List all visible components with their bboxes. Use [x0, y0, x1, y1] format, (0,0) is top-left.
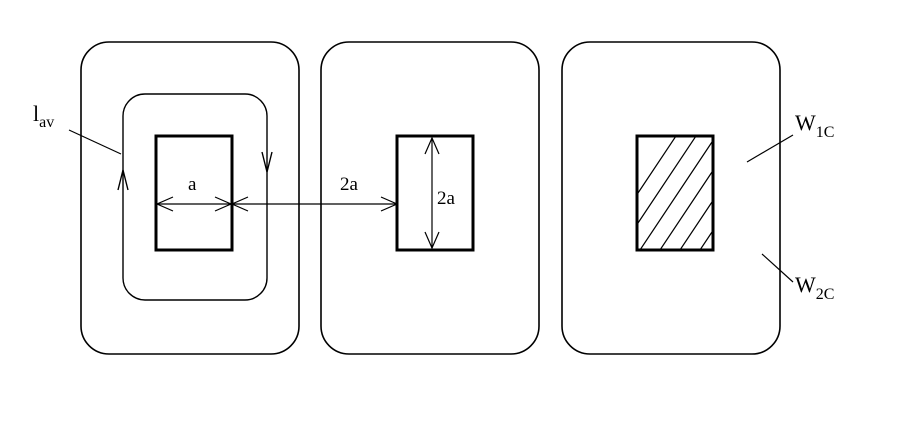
w2c-leader-line	[761, 253, 794, 283]
w1c-label-main: W	[795, 110, 816, 135]
w1c-label-sub: 1C	[816, 124, 835, 141]
core-panel-1: a lav	[33, 41, 300, 355]
flux-direction-arrow-right	[261, 151, 273, 173]
dim-2a-vertical-arrowhead-bottom	[424, 231, 440, 250]
w2c-label-main: W	[795, 272, 816, 297]
core-outline-1	[80, 41, 300, 355]
w1c-label: W1C	[795, 110, 834, 141]
lav-leader-line	[68, 129, 122, 155]
dim-2a-horizontal-label: 2a	[340, 174, 359, 195]
w2c-label: W2C	[795, 272, 834, 303]
dim-a-arrowhead-left	[155, 196, 174, 212]
mean-path-loop	[122, 93, 268, 301]
window-2	[395, 134, 475, 252]
w1c-leader-line	[746, 134, 794, 163]
dim-2a-horizontal: 2a	[230, 174, 399, 212]
lav-label-main: l	[33, 101, 39, 126]
window-1	[154, 134, 234, 252]
dim-2a-vertical-arrowhead-top	[424, 136, 440, 155]
core-outline-3	[561, 41, 781, 355]
window-3-hatching	[637, 136, 713, 250]
dim-a-label: a	[188, 174, 197, 195]
dim-2a-vertical-label: 2a	[437, 188, 456, 209]
core-outline-2	[320, 41, 540, 355]
core-panel-3: W1C W2C	[561, 41, 834, 355]
dim-2a-horizontal-arrowhead-left	[230, 196, 249, 212]
core-panel-2: 2a	[320, 41, 540, 355]
w2c-label-sub: 2C	[816, 286, 835, 303]
lav-label: lav	[33, 101, 54, 131]
flux-direction-arrow-left	[117, 169, 129, 191]
window-3	[635, 134, 715, 252]
lav-label-sub: av	[39, 114, 54, 131]
